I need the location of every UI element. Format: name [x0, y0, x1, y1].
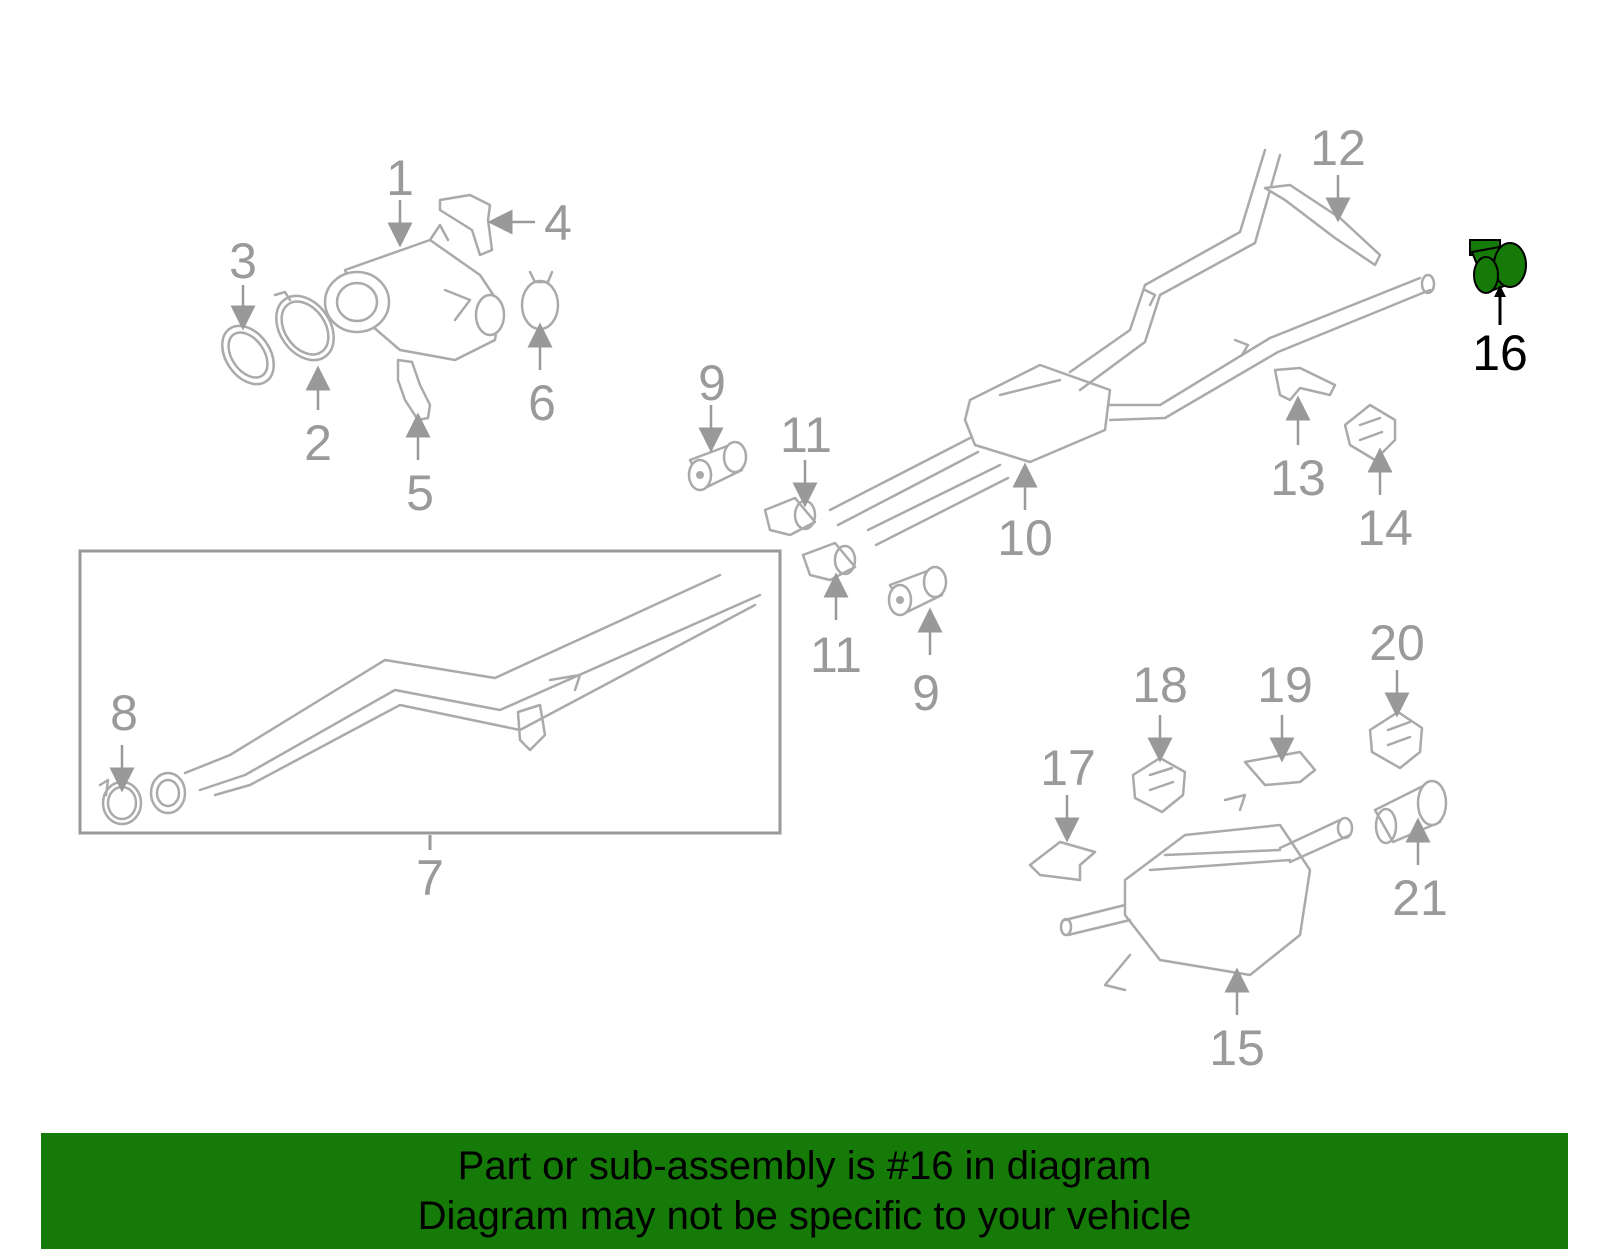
part-bracket-4[interactable] — [438, 193, 494, 257]
part-rear-muffler-15[interactable] — [1059, 793, 1354, 992]
callout-2: 2 — [304, 415, 332, 471]
callout-5: 5 — [406, 465, 434, 521]
part-front-pipe-assembly-7[interactable] — [78, 549, 782, 835]
part-catalytic-converter[interactable] — [323, 223, 506, 362]
callout-19: 19 — [1257, 657, 1313, 713]
part-gasket-3[interactable] — [212, 316, 285, 394]
callout-7: 7 — [416, 850, 444, 906]
callout-14: 14 — [1357, 500, 1413, 556]
part-isolator-9-top[interactable] — [687, 440, 748, 492]
info-banner: Part or sub-assembly is #16 in diagram D… — [41, 1133, 1568, 1249]
callout-13: 13 — [1270, 450, 1326, 506]
part-bracket-17[interactable] — [1028, 840, 1097, 882]
callout-labels: 1 2 3 4 5 6 7 8 9 9 10 11 11 12 13 14 15… — [110, 120, 1528, 1076]
part-tailpipe-tip-16[interactable] — [1469, 239, 1527, 294]
part-clamp-6[interactable] — [520, 270, 560, 331]
callout-16: 16 — [1472, 325, 1528, 381]
callout-10: 10 — [997, 510, 1053, 566]
part-heat-shield-5[interactable] — [396, 358, 432, 422]
callout-9-bottom: 9 — [912, 665, 940, 721]
part-hanger-20[interactable] — [1368, 710, 1424, 770]
part-heat-shield-19[interactable] — [1243, 750, 1317, 787]
callout-8: 8 — [110, 685, 138, 741]
callout-6: 6 — [528, 375, 556, 431]
banner-line-part-number: Part or sub-assembly is #16 in diagram — [457, 1144, 1152, 1188]
callout-11-bottom: 11 — [810, 627, 862, 683]
part-hanger-18[interactable] — [1131, 756, 1187, 814]
part-clamp-11-top[interactable] — [763, 496, 817, 537]
callout-1: 1 — [386, 150, 414, 206]
callout-12: 12 — [1310, 120, 1366, 176]
callout-20: 20 — [1369, 615, 1425, 671]
part-clamp-2[interactable] — [264, 285, 345, 371]
callout-3: 3 — [229, 233, 257, 289]
part-bracket-13[interactable] — [1273, 366, 1337, 402]
callout-9-top: 9 — [698, 355, 726, 411]
callout-18: 18 — [1132, 657, 1188, 713]
part-tailpipe-tip-21[interactable] — [1373, 779, 1448, 845]
callout-4: 4 — [544, 195, 572, 251]
callout-17: 17 — [1040, 740, 1096, 796]
banner-line-disclaimer: Diagram may not be specific to your vehi… — [417, 1194, 1192, 1238]
callout-11-top: 11 — [780, 407, 832, 463]
part-clamp-11-bottom[interactable] — [801, 541, 857, 582]
callout-15: 15 — [1209, 1020, 1265, 1076]
callout-21: 21 — [1392, 870, 1448, 926]
part-bracket-12[interactable] — [1263, 183, 1382, 267]
part-hanger-14[interactable] — [1343, 403, 1397, 462]
part-center-pipe-10[interactable] — [828, 148, 1436, 547]
part-isolator-9-bottom[interactable] — [887, 565, 948, 617]
leader-lines — [109, 175, 1506, 1015]
